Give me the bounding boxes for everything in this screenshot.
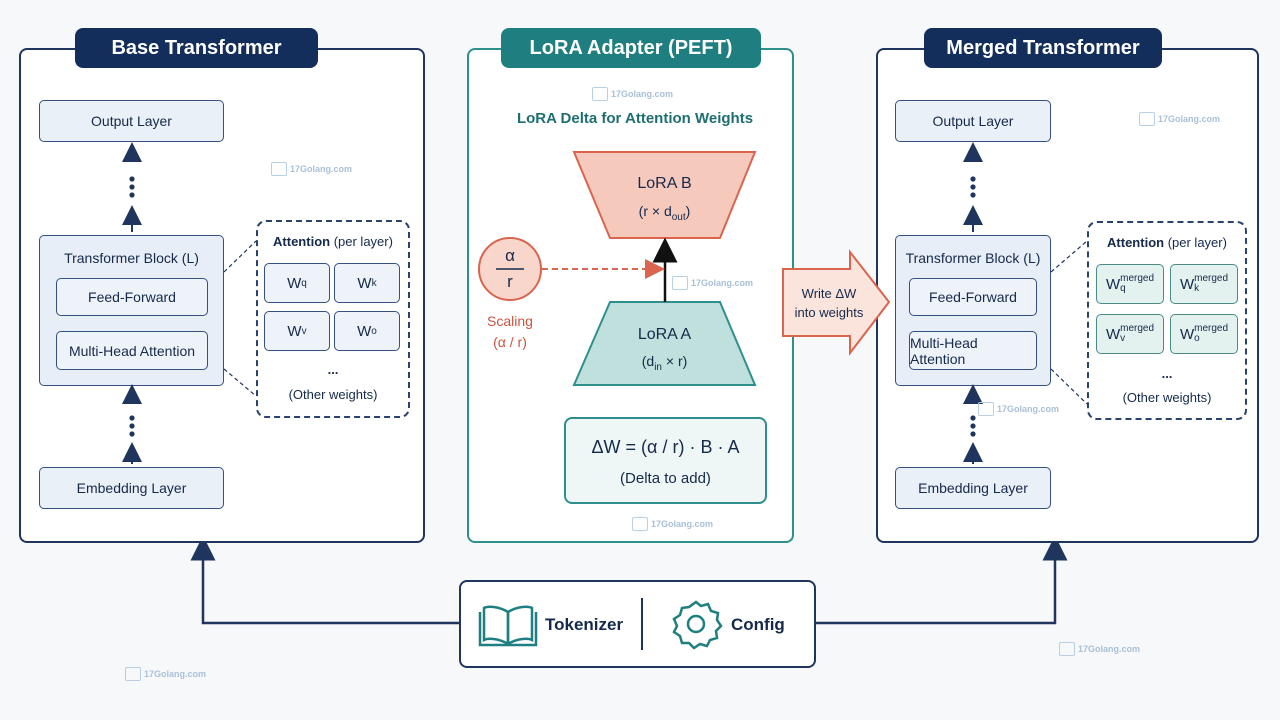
base-mha: Multi-Head Attention [56,331,208,370]
config-to-merged-line [815,535,1068,625]
lora-b-shape [572,151,757,239]
lora-b-dims: (r × dout) [638,203,691,223]
watermark: 17Golang.com [125,667,206,681]
write-delta-line1: Write ΔW [801,286,857,301]
base-zoom-lines [223,240,257,397]
tokenizer-config-bar [459,580,816,668]
lora-a-title: LoRA A [637,326,692,343]
base-ellipsis: ... [327,362,339,377]
watermark: 17Golang.com [1059,642,1140,656]
lora-a-dims: (din × r) [641,353,688,373]
delta-box [564,417,767,504]
merged-flow-arrows [963,142,983,464]
scaling-label: Scaling [487,313,533,329]
tokenizer-to-base-line [190,535,460,625]
merged-zoom-lines [1050,240,1088,405]
merged-attention-title: Attention (per layer) [1107,235,1227,250]
tokenizer-label: Tokenizer [545,615,624,634]
watermark: 17Golang.com [592,87,673,101]
base-output-layer: Output Layer [39,100,224,142]
watermark: 17Golang.com [978,402,1059,416]
merged-mha: Multi-Head Attention [909,331,1037,370]
merged-other-weights: (Other weights) [1122,390,1212,405]
merged-output-layer: Output Layer [895,100,1051,142]
delta-formula: ΔW = (α / r) · B · A [591,437,740,457]
base-block-title: Transformer Block (L) [64,250,199,266]
base-feed-forward: Feed-Forward [56,278,208,316]
merged-block-title: Transformer Block (L) [905,250,1041,266]
delta-note: (Delta to add) [620,470,711,487]
base-transformer-title: Base Transformer [75,28,318,68]
lora-a-shape [572,301,757,386]
base-embedding-layer: Embedding Layer [39,467,224,509]
lora-b-title: LoRA B [637,175,692,192]
watermark: 17Golang.com [632,517,713,531]
base-flow-arrows [122,142,142,464]
write-delta-arrow [782,249,891,356]
merged-transformer-title: Merged Transformer [924,28,1162,68]
merged-feed-forward: Feed-Forward [909,278,1037,316]
config-label: Config [731,615,785,634]
watermark: 17Golang.com [271,162,352,176]
base-attention-title: Attention (per layer) [273,234,393,249]
scaling-alpha: α [505,246,515,265]
scaling-formula: (α / r) [493,334,527,350]
watermark: 17Golang.com [1139,112,1220,126]
watermark: 17Golang.com [672,276,753,290]
merged-ellipsis: ... [1161,366,1173,381]
base-other-weights: (Other weights) [288,387,378,402]
merged-embedding-layer: Embedding Layer [895,467,1051,509]
write-delta-line2: into weights [794,305,864,320]
lora-subtitle: LoRA Delta for Attention Weights [516,110,754,127]
lora-adapter-title: LoRA Adapter (PEFT) [501,28,761,68]
gear-icon [672,600,723,650]
scaling-r: r [507,272,513,291]
book-icon [478,605,538,647]
